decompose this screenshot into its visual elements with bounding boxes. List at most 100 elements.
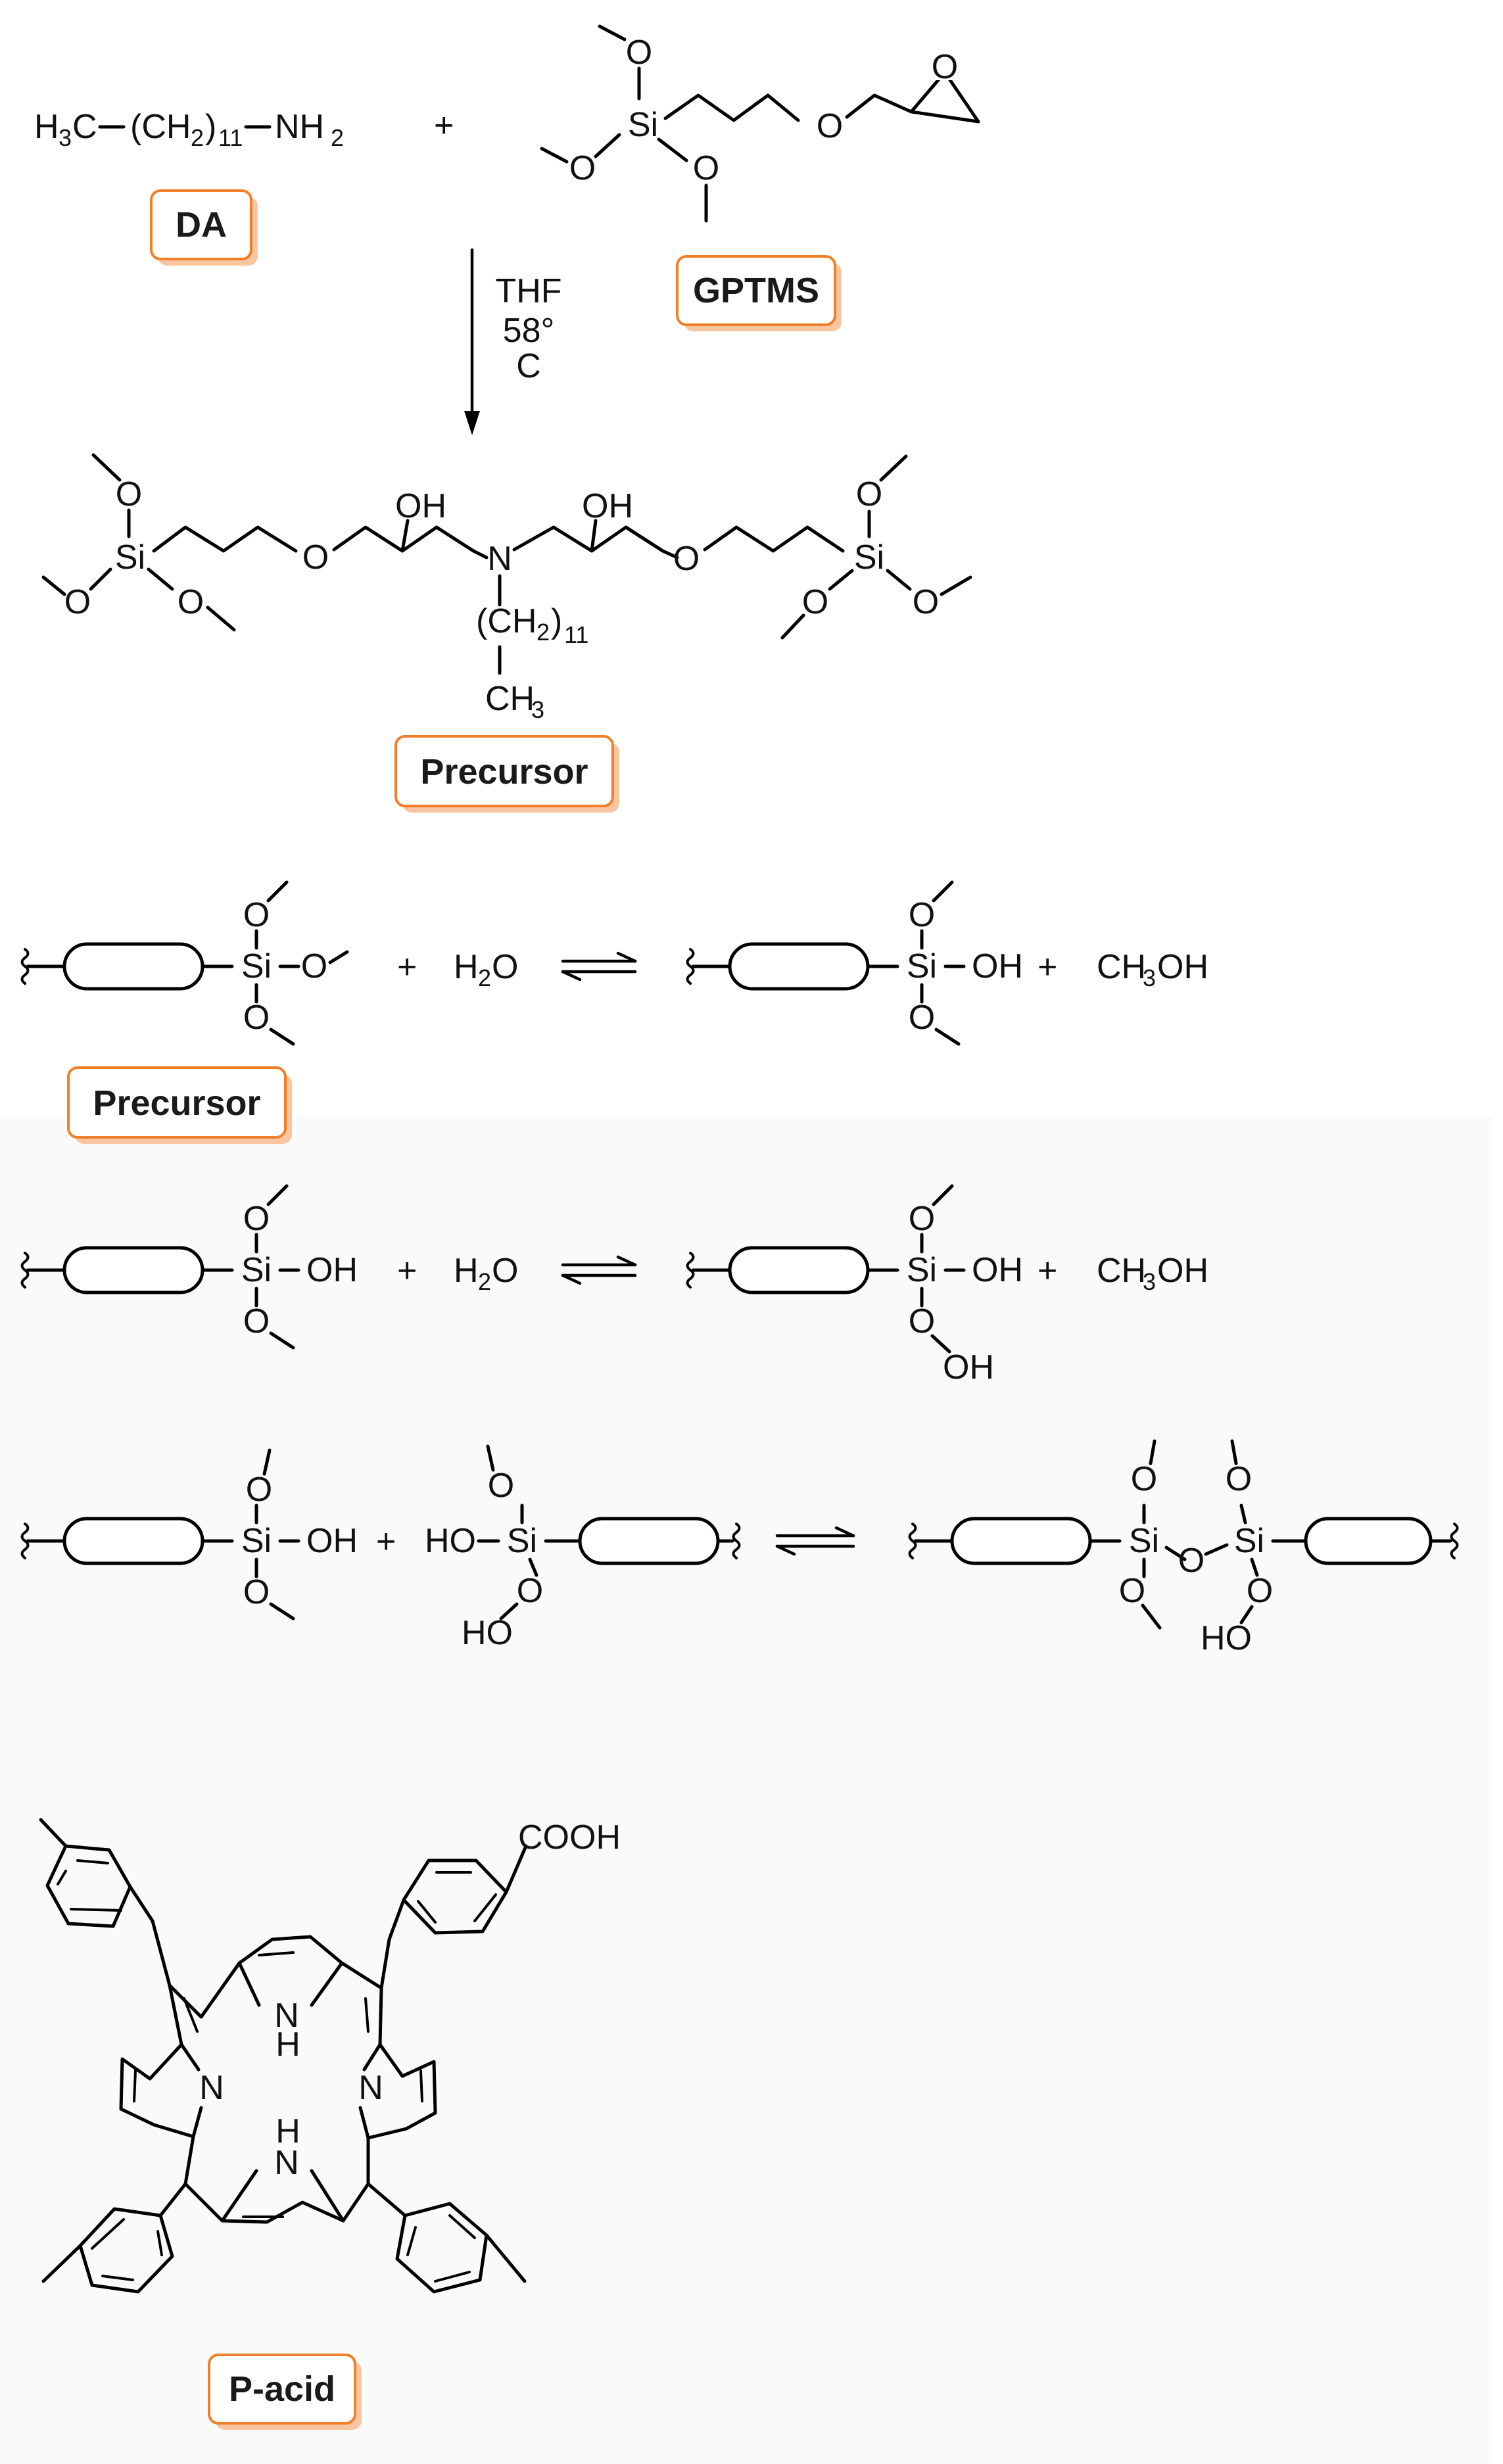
svg-text:O: O <box>492 948 518 986</box>
svg-text:O: O <box>909 896 935 934</box>
svg-text:): ) <box>551 602 562 640</box>
svg-text:Si: Si <box>241 1522 272 1560</box>
svg-text:H: H <box>275 2112 300 2150</box>
svg-text:OH: OH <box>972 947 1023 985</box>
svg-text:O: O <box>913 583 939 621</box>
svg-text:P-acid: P-acid <box>229 2369 335 2409</box>
hydrolysis-step-1: Si O O O + H 2 O Si OH O O <box>22 880 1208 1046</box>
svg-text:Si: Si <box>854 538 884 577</box>
svg-text:OH: OH <box>943 1348 994 1386</box>
svg-text:OH: OH <box>1157 948 1208 986</box>
svg-text:O: O <box>492 1252 518 1290</box>
svg-text:DA: DA <box>176 205 227 245</box>
svg-text:O: O <box>302 538 329 577</box>
svg-text:Si: Si <box>1234 1522 1264 1560</box>
svg-text:Si: Si <box>628 106 658 144</box>
svg-text:O: O <box>243 896 270 934</box>
svg-text:H: H <box>454 948 479 986</box>
svg-text:GPTMS: GPTMS <box>693 271 819 310</box>
svg-text:O: O <box>1226 1460 1252 1498</box>
gptms-structure: O Si O O O O O <box>540 24 980 223</box>
svg-text:O: O <box>517 1572 543 1610</box>
svg-text:HO: HO <box>1201 1619 1252 1657</box>
svg-text:HO: HO <box>462 1614 513 1652</box>
label-precursor-mid: Precursor <box>67 1066 292 1144</box>
svg-text:O: O <box>909 1302 935 1340</box>
svg-text:3: 3 <box>1143 1268 1156 1295</box>
svg-text:O: O <box>856 475 882 513</box>
svg-text:H: H <box>275 2026 300 2064</box>
svg-text:O: O <box>243 1200 270 1238</box>
label-precursor-top: Precursor <box>394 735 619 813</box>
svg-text:Si: Si <box>241 1251 272 1289</box>
svg-text:O: O <box>1119 1572 1145 1610</box>
porphyrin-structure: COOH N H N N H N <box>39 1818 621 2294</box>
condition-temperature: 58° <box>503 312 555 350</box>
svg-text:+: + <box>397 948 417 986</box>
reaction-arrow-down <box>464 248 480 435</box>
label-da: DA <box>150 189 258 266</box>
svg-text:2: 2 <box>331 124 344 151</box>
svg-text:OH: OH <box>306 1251 358 1289</box>
condition-temperature-unit: C <box>516 347 541 385</box>
hydrolysis-step-2: Si OH O O + H 2 O Si OH O O O <box>22 1184 1208 1386</box>
svg-text:O: O <box>178 583 204 621</box>
svg-text:Precursor: Precursor <box>93 1083 260 1123</box>
svg-text:C: C <box>72 108 97 146</box>
svg-text:(CH: (CH <box>476 602 537 640</box>
svg-text:OH: OH <box>306 1522 358 1560</box>
condition-solvent: THF <box>495 272 561 310</box>
svg-text:3: 3 <box>531 696 544 723</box>
svg-text:(CH: (CH <box>130 108 191 146</box>
svg-text:O: O <box>817 107 843 145</box>
svg-text:H: H <box>34 108 59 146</box>
svg-text:Si: Si <box>241 947 272 985</box>
svg-text:O: O <box>909 999 935 1037</box>
plus-sign: + <box>434 107 454 145</box>
svg-text:O: O <box>1247 1572 1273 1610</box>
svg-text:Precursor: Precursor <box>420 752 588 792</box>
svg-text:Si: Si <box>907 1251 937 1289</box>
svg-text:O: O <box>64 583 91 621</box>
svg-text:Si: Si <box>1129 1522 1159 1560</box>
svg-text:+: + <box>397 1252 417 1290</box>
svg-text:): ) <box>205 108 216 146</box>
svg-text:O: O <box>246 1471 272 1509</box>
svg-text:H: H <box>454 1252 479 1290</box>
condensation-step: Si OH O O + HO Si O O HO <box>22 1439 1459 1657</box>
dodecylamine-structure: H 3 C (CH 2 ) 11 NH 2 <box>34 108 344 151</box>
svg-text:CH: CH <box>1097 1252 1146 1290</box>
svg-text:NH: NH <box>275 108 324 146</box>
svg-text:O: O <box>802 583 828 621</box>
svg-text:COOH: COOH <box>518 1818 621 1857</box>
svg-text:Si: Si <box>507 1522 537 1560</box>
svg-text:OH: OH <box>395 487 446 525</box>
svg-text:2: 2 <box>478 964 491 991</box>
svg-text:O: O <box>932 48 958 86</box>
svg-text:O: O <box>301 947 327 985</box>
scheme-panel <box>0 1118 1492 2464</box>
svg-text:O: O <box>673 540 700 578</box>
svg-text:N: N <box>274 1997 299 2035</box>
svg-text:O: O <box>569 149 596 187</box>
label-p-acid: P-acid <box>208 2354 362 2430</box>
svg-text:CH: CH <box>1097 948 1146 986</box>
svg-text:2: 2 <box>478 1268 491 1295</box>
svg-text:N: N <box>199 2069 224 2107</box>
svg-text:3: 3 <box>1143 964 1156 991</box>
svg-text:O: O <box>243 1573 270 1611</box>
label-gptms: GPTMS <box>676 255 842 331</box>
svg-text:HO: HO <box>425 1522 476 1560</box>
svg-text:Si: Si <box>907 947 937 985</box>
svg-text:OH: OH <box>972 1251 1023 1289</box>
svg-text:O: O <box>243 1302 270 1340</box>
svg-text:+: + <box>1038 948 1057 986</box>
svg-text:N: N <box>358 2069 383 2107</box>
svg-text:CH: CH <box>485 680 535 718</box>
svg-text:11: 11 <box>564 621 588 648</box>
svg-text:O: O <box>693 149 719 187</box>
svg-text:11: 11 <box>218 124 243 151</box>
svg-text:2: 2 <box>191 124 204 151</box>
svg-text:OH: OH <box>1157 1252 1208 1290</box>
